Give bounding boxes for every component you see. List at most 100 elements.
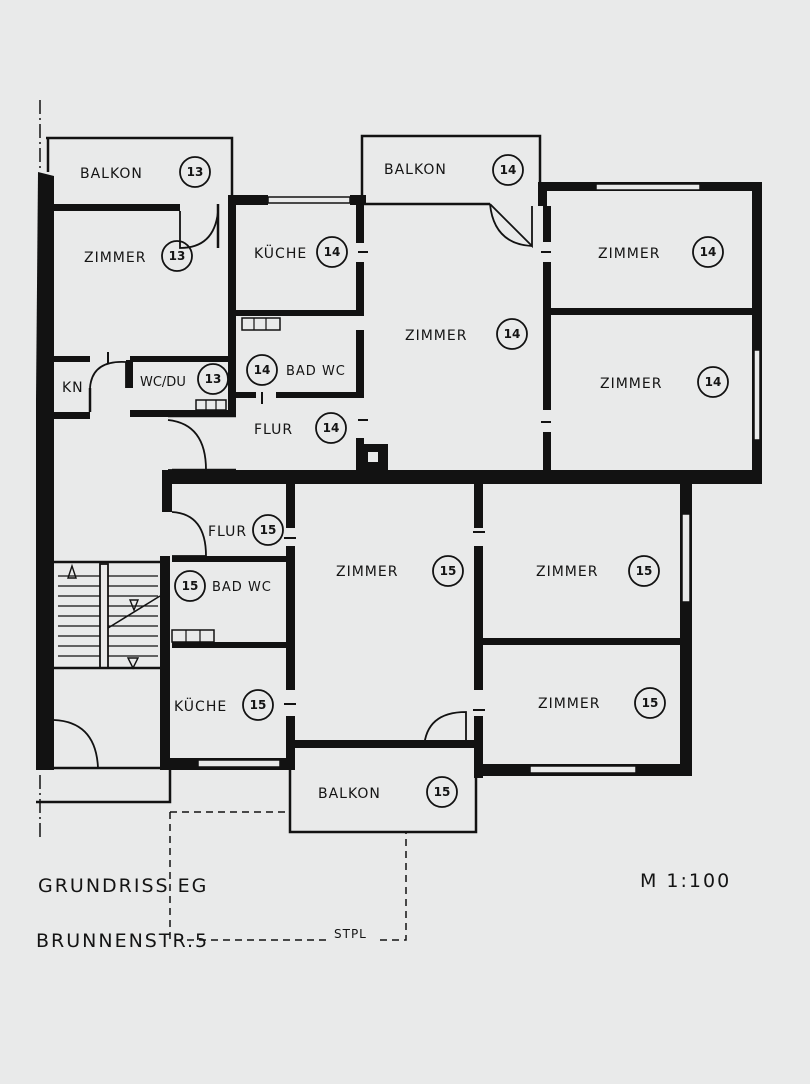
zimmer14c-label: ZIMMER bbox=[600, 376, 662, 392]
balkon13-unit: 13 bbox=[187, 165, 204, 179]
stair-arrow-down-b bbox=[126, 657, 140, 670]
bad14-east-wall bbox=[356, 330, 364, 394]
kueche15-label: KÜCHE bbox=[174, 697, 227, 715]
bad14-south-wall-a bbox=[236, 392, 256, 398]
bad15-top-wall bbox=[172, 556, 286, 562]
bad14-unit: 14 bbox=[254, 363, 271, 377]
zimmer15-mid-wall-a bbox=[474, 484, 483, 528]
door-balkon15 bbox=[423, 711, 467, 749]
bathtub-bad14 bbox=[241, 317, 281, 331]
kueche14-top-wall-a bbox=[228, 195, 268, 205]
door-balkon13 bbox=[179, 211, 219, 249]
stair-run-line bbox=[107, 595, 161, 629]
balkon13-label: BALKON bbox=[80, 166, 143, 182]
zimmer14a-label: ZIMMER bbox=[405, 328, 467, 344]
flur15-unit: 15 bbox=[260, 523, 277, 537]
flur15-west-wall-top bbox=[162, 470, 172, 512]
balkon14-unit: 14 bbox=[500, 163, 517, 177]
bad14-south-wall-b bbox=[276, 392, 364, 398]
kueche14-unit: 14 bbox=[324, 245, 341, 259]
flur15-east-wall-b bbox=[286, 546, 295, 690]
balkon14-label: BALKON bbox=[384, 162, 447, 178]
parking-outline bbox=[169, 811, 407, 941]
kueche14-label: KÜCHE bbox=[254, 244, 307, 262]
window-zimmer14-e bbox=[753, 349, 761, 441]
zimmer15c-unit: 15 bbox=[642, 696, 659, 710]
parking-label: STPL bbox=[334, 927, 367, 941]
wcdu13-west-wall bbox=[126, 360, 133, 388]
zimmer14-split-wall bbox=[551, 308, 755, 315]
apt13-apt14-wall bbox=[228, 195, 236, 417]
wcdu13-top-wall bbox=[130, 356, 230, 362]
balkon13-outline bbox=[46, 136, 234, 195]
apartment-divider-wall bbox=[162, 470, 762, 484]
kueche15-east-wall bbox=[286, 716, 295, 770]
stair-eye bbox=[99, 563, 109, 669]
staircase bbox=[58, 563, 161, 670]
plan-scale: M 1:100 bbox=[640, 870, 731, 892]
door-entrance bbox=[53, 719, 99, 769]
room-labels: BALKON 13 ZIMMER 13 KN WC/DU 13 BALKON 1… bbox=[62, 154, 729, 808]
balkon15-label: BALKON bbox=[318, 786, 381, 802]
bad15-unit: 15 bbox=[182, 579, 199, 593]
ne-east-wall bbox=[752, 182, 762, 482]
flur14-label: FLUR bbox=[254, 422, 293, 438]
fixtures bbox=[107, 251, 551, 711]
doors bbox=[53, 203, 533, 769]
walls bbox=[36, 100, 762, 838]
window-kueche14 bbox=[267, 196, 351, 204]
door-kn bbox=[89, 361, 127, 389]
kueche14-east-wall-b bbox=[356, 262, 364, 310]
zimmer15a-unit: 15 bbox=[440, 564, 457, 578]
flur15-east-wall-a bbox=[286, 484, 295, 528]
window-kueche15 bbox=[197, 759, 281, 768]
zimmer14-east-wall-c bbox=[543, 432, 551, 472]
title-block: GRUNDRISS EG M 1:100 BRUNNENSTR.5 STPL bbox=[36, 870, 731, 952]
zimmer15b-label: ZIMMER bbox=[536, 564, 598, 580]
flur15-label: FLUR bbox=[208, 524, 247, 540]
door-flur14 bbox=[167, 419, 207, 471]
thin-lines bbox=[36, 134, 542, 834]
bad15-bottom-wall bbox=[172, 642, 286, 648]
kueche14-top-wall-b bbox=[350, 195, 366, 205]
window-zimmer15-ne bbox=[681, 513, 691, 603]
window-zimmer15-se bbox=[529, 765, 637, 774]
kn-bottom-wall bbox=[54, 412, 90, 419]
zimmer13-label: ZIMMER bbox=[84, 250, 146, 266]
zimmer15-center-south-wall bbox=[295, 740, 474, 748]
windows bbox=[197, 183, 761, 774]
door-balkon14-arc bbox=[489, 203, 533, 247]
door-flur15-entry bbox=[171, 511, 207, 557]
zimmer14b-label: ZIMMER bbox=[598, 246, 660, 262]
chimney-flue bbox=[368, 452, 378, 462]
bad15-kueche15-west-wall bbox=[160, 556, 170, 770]
stair-arrow-down-a bbox=[128, 599, 140, 612]
zimmer15a-label: ZIMMER bbox=[336, 564, 398, 580]
west-wall bbox=[36, 172, 54, 770]
kn-label: KN bbox=[62, 380, 84, 396]
plan-title: GRUNDRISS EG bbox=[38, 875, 208, 897]
bad15-label: BAD WC bbox=[212, 580, 272, 595]
zimmer14-east-wall-a bbox=[543, 206, 551, 242]
zimmer15c-label: ZIMMER bbox=[538, 696, 600, 712]
shower-wcdu13 bbox=[195, 399, 227, 411]
balkon15-unit: 15 bbox=[434, 785, 451, 799]
zimmer14c-unit: 14 bbox=[705, 375, 722, 389]
balkon14-outline bbox=[360, 134, 542, 195]
kueche15-unit: 15 bbox=[250, 698, 267, 712]
wcdu13-unit: 13 bbox=[205, 372, 222, 386]
kueche14-bad14-wall bbox=[236, 310, 364, 316]
zimmer14b-unit: 14 bbox=[700, 245, 717, 259]
flur14-unit: 14 bbox=[323, 421, 340, 435]
zimmer15b-unit: 15 bbox=[636, 564, 653, 578]
window-zimmer14-ne bbox=[595, 183, 701, 191]
zimmer13-top-wall bbox=[54, 204, 180, 211]
entrance-step bbox=[36, 770, 172, 804]
zimmer15-split-wall bbox=[483, 638, 687, 645]
wcdu13-bottom-wall bbox=[130, 410, 234, 417]
zimmer14a-unit: 14 bbox=[504, 327, 521, 341]
zimmer14-east-wall-b bbox=[543, 262, 551, 410]
plan-address: BRUNNENSTR.5 bbox=[36, 930, 209, 952]
